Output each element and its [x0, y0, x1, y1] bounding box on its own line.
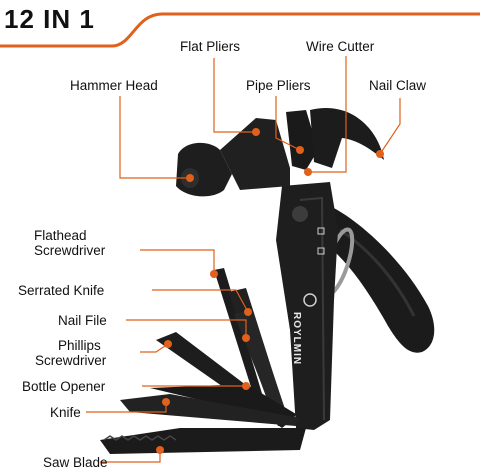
lock-icon: [317, 227, 325, 235]
nail-claw: [310, 107, 384, 168]
label-serrated-knife: Serrated Knife: [18, 283, 105, 298]
label-flathead-line1: Flathead: [34, 228, 87, 243]
brand-logo-icon: [303, 293, 317, 307]
header-swoosh-line: [0, 12, 480, 48]
label-hammer-head: Hammer Head: [70, 78, 158, 93]
leader-lines: [86, 56, 401, 463]
saw-blade: [100, 428, 306, 454]
label-knife: Knife: [50, 405, 81, 420]
label-nail-file: Nail File: [58, 313, 107, 328]
label-nail-claw: Nail Claw: [369, 78, 427, 93]
callout-dots: [156, 128, 384, 454]
page-title: 12 IN 1: [4, 4, 95, 34]
label-phillips-line2: Screwdriver: [35, 353, 107, 368]
label-flathead-line2: Screwdriver: [34, 243, 106, 258]
flat-pliers: [220, 118, 290, 190]
lock-icon-2: [317, 247, 325, 255]
label-wire-cutter: Wire Cutter: [306, 39, 375, 54]
pipe-pliers: [286, 110, 318, 170]
label-bottle-opener: Bottle Opener: [22, 379, 106, 394]
brand-name: ROYLMIN: [291, 312, 302, 366]
label-pipe-pliers: Pipe Pliers: [246, 78, 311, 93]
label-saw-blade: Saw Blade: [43, 455, 108, 470]
label-flat-pliers: Flat Pliers: [180, 39, 241, 54]
label-phillips-line1: Phillips: [58, 338, 101, 353]
flathead-screwdriver-blade: [214, 268, 270, 422]
